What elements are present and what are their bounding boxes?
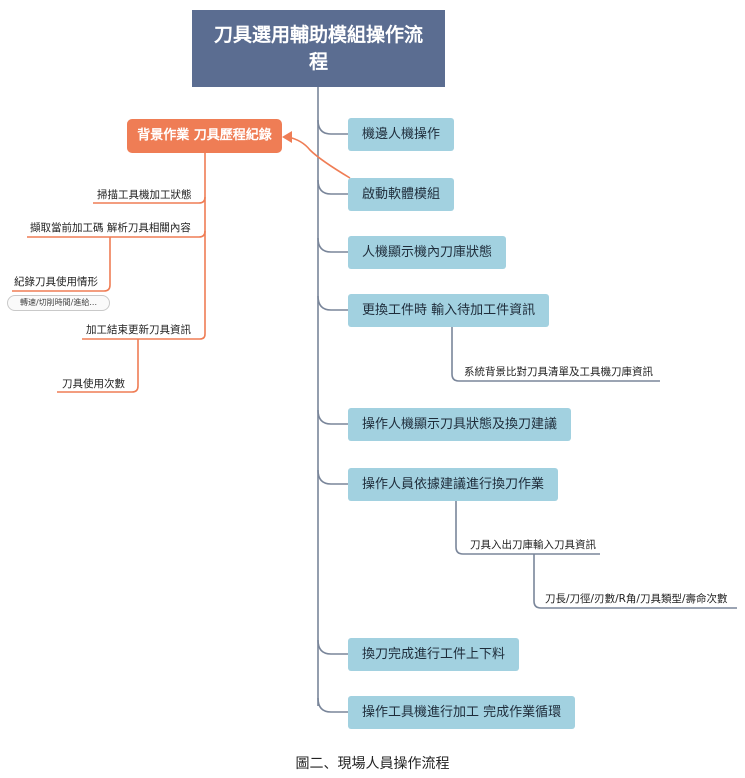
background-item: 加工結束更新刀具資訊 bbox=[86, 324, 191, 336]
subnote-label: 系統背景比對刀具清單及工具機刀庫資訊 bbox=[464, 366, 653, 378]
step-node: 換刀完成進行工件上下料 bbox=[348, 638, 520, 671]
figure-caption: 圖二、現場人員操作流程 bbox=[295, 756, 450, 772]
background-item: 掃描工具機加工狀態 bbox=[97, 189, 192, 201]
subnote-label: 刀具入出刀庫輸入刀具資訊 bbox=[470, 539, 596, 551]
diagram-title: 刀具選用輔助模組操作流程 bbox=[213, 23, 423, 73]
step-node: 操作工具機進行加工 完成作業循環 bbox=[348, 696, 576, 729]
step-node: 人機顯示機內刀庫狀態 bbox=[348, 236, 507, 269]
subnote-label: 刀長/刀徑/刃數/R角/刀具類型/壽命次數 bbox=[545, 593, 728, 605]
background-note: 轉速/切削時間/進給... bbox=[7, 295, 110, 311]
background-item: 紀錄刀具使用情形 bbox=[14, 276, 98, 288]
step-node: 更換工件時 輸入待加工件資訊 bbox=[348, 294, 550, 327]
background-item: 擷取當前加工碼 解析刀具相關內容 bbox=[30, 222, 191, 234]
background-item: 刀具使用次數 bbox=[62, 378, 125, 390]
background-node: 背景作業 刀具歷程紀錄 bbox=[127, 119, 282, 153]
root-node: 刀具選用輔助模組操作流程 bbox=[192, 10, 445, 87]
step-node: 啟動軟體模組 bbox=[348, 178, 455, 211]
step-node: 操作人機顯示刀具狀態及換刀建議 bbox=[348, 408, 572, 441]
step-node: 操作人員依據建議進行換刀作業 bbox=[348, 468, 559, 501]
step-node: 機邊人機操作 bbox=[348, 118, 455, 151]
